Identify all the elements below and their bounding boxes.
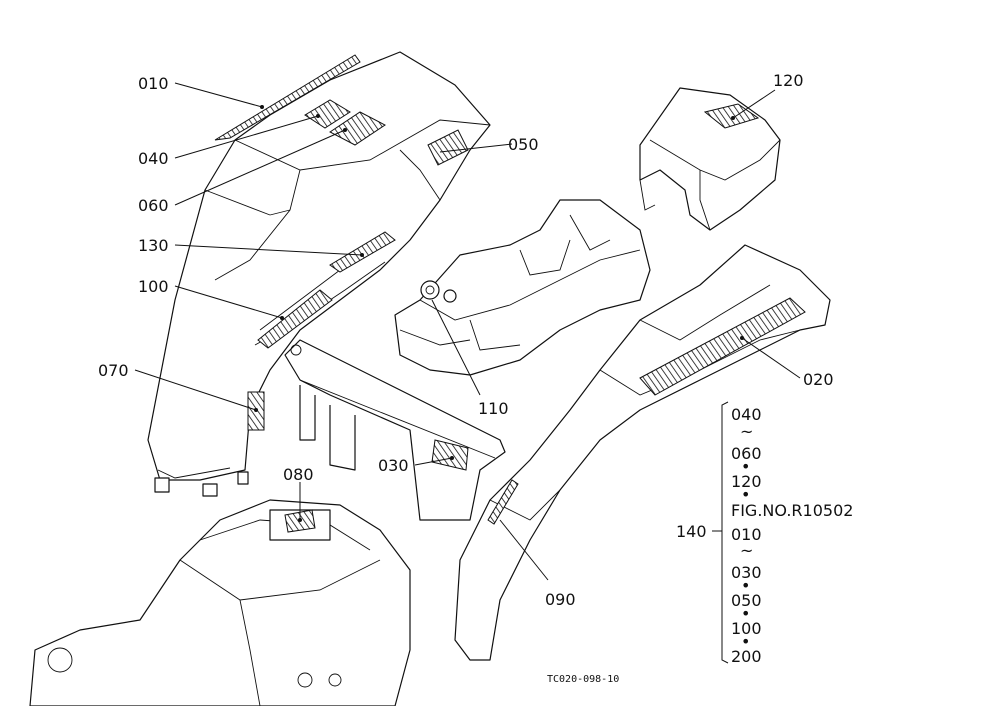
ref-item: 010 bbox=[731, 525, 762, 544]
callout-090: 090 bbox=[545, 590, 576, 609]
callout-100: 100 bbox=[138, 277, 169, 296]
ref-item: • bbox=[741, 604, 750, 623]
ref-item: ~ bbox=[740, 422, 753, 441]
callout-labels: 010 040 060 130 100 070 080 050 120 110 … bbox=[98, 71, 834, 609]
decal-020 bbox=[639, 297, 806, 396]
callout-110: 110 bbox=[478, 399, 509, 418]
ref-item: ~ bbox=[740, 541, 753, 560]
ref-item: 120 bbox=[731, 472, 762, 491]
callout-130: 130 bbox=[138, 236, 169, 255]
decal-090 bbox=[487, 479, 519, 525]
callout-040: 040 bbox=[138, 149, 169, 168]
ref-item: • bbox=[741, 485, 750, 504]
ref-item: 100 bbox=[731, 619, 762, 638]
callout-050: 050 bbox=[508, 135, 539, 154]
ref-item: FIG.NO.R10502 bbox=[731, 501, 853, 520]
ref-item: 030 bbox=[731, 563, 762, 582]
callout-020: 020 bbox=[803, 370, 834, 389]
left-fender-panel bbox=[147, 51, 491, 497]
upper-cover bbox=[639, 87, 781, 231]
ref-item: 060 bbox=[731, 444, 762, 463]
engine-unit bbox=[394, 199, 651, 376]
ref-item: • bbox=[741, 457, 750, 476]
callout-080: 080 bbox=[283, 465, 314, 484]
right-fender-panel bbox=[454, 244, 831, 661]
decal-050 bbox=[427, 129, 469, 166]
decal-010 bbox=[214, 54, 361, 141]
decal-130 bbox=[329, 231, 396, 273]
ref-item: 050 bbox=[731, 591, 762, 610]
reference-list: 040 ~ 060 • 120 • FIG.NO.R10502 010 ~ 03… bbox=[731, 405, 853, 666]
callout-030: 030 bbox=[378, 456, 409, 475]
leader-lines bbox=[134, 82, 801, 664]
ref-item: 040 bbox=[731, 405, 762, 424]
ref-item: • bbox=[741, 576, 750, 595]
center-bracket bbox=[284, 339, 506, 521]
transmission-case bbox=[29, 499, 411, 706]
callout-070: 070 bbox=[98, 361, 129, 380]
figure-code: TC020-098-10 bbox=[547, 674, 619, 685]
callout-140: 140 bbox=[676, 522, 707, 541]
callout-010: 010 bbox=[138, 74, 169, 93]
decal-030 bbox=[431, 439, 469, 471]
ref-item: • bbox=[741, 632, 750, 651]
callout-120: 120 bbox=[773, 71, 804, 90]
decal-040 bbox=[304, 99, 351, 129]
decal-100 bbox=[257, 289, 333, 349]
decal-060 bbox=[329, 111, 386, 146]
ref-item: 200 bbox=[731, 647, 762, 666]
callout-060: 060 bbox=[138, 196, 169, 215]
